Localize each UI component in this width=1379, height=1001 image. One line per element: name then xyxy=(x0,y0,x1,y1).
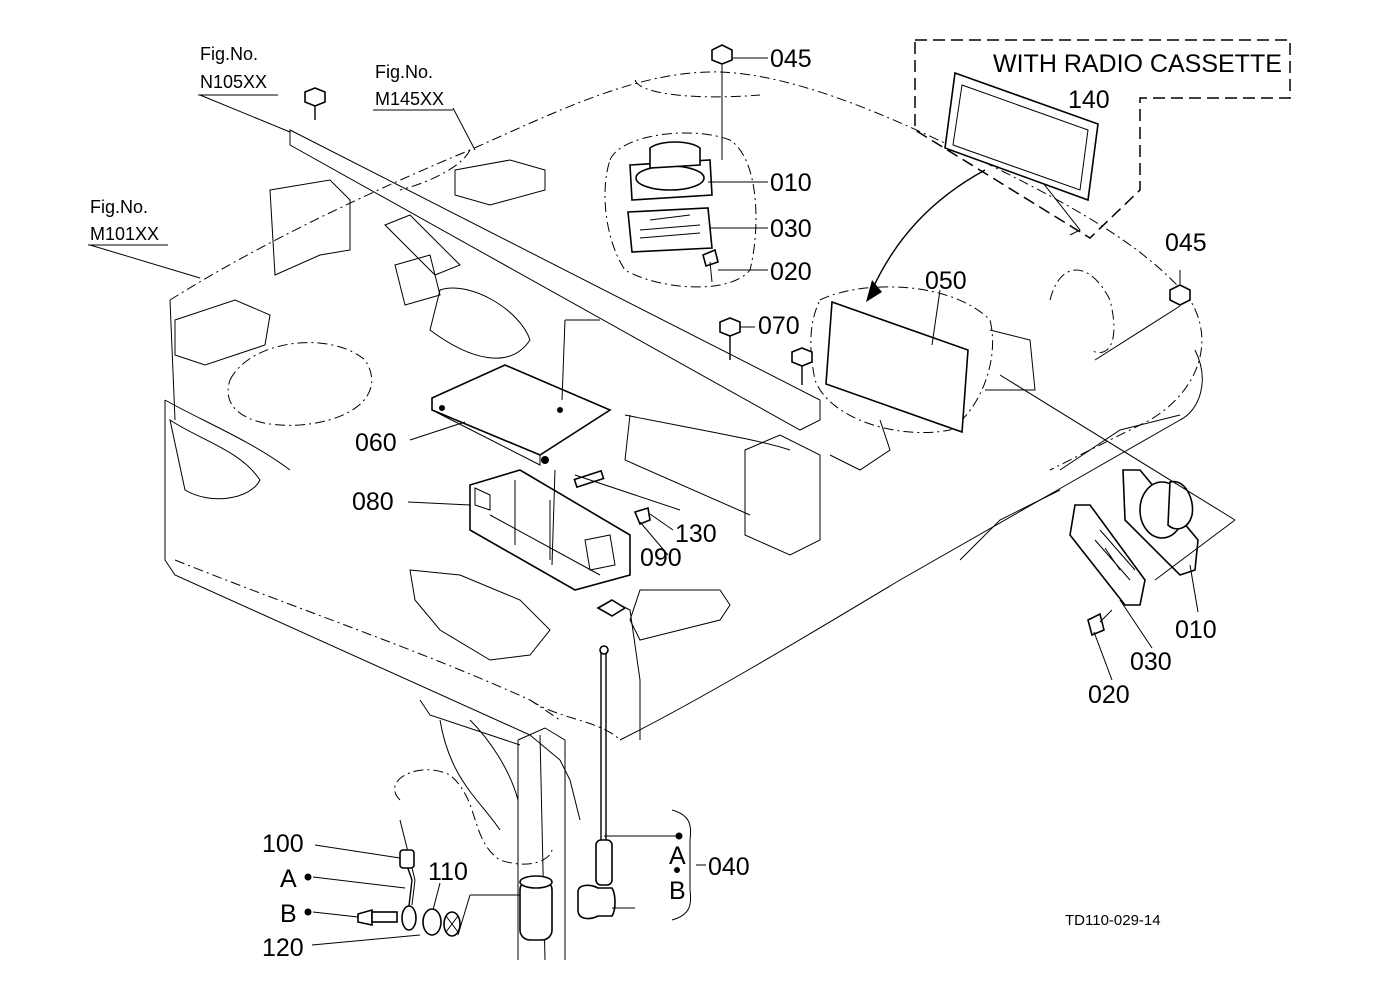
part-label-120: 120 xyxy=(262,934,304,962)
part-label-070: 070 xyxy=(758,312,800,340)
leader-lines xyxy=(89,57,1236,946)
connector-b-right: B xyxy=(669,877,686,905)
harness-cable xyxy=(394,769,553,865)
part-label-010-top: 010 xyxy=(770,169,812,197)
radio-cover-060 xyxy=(431,364,612,456)
option-box-title: WITH RADIO CASSETTE xyxy=(993,50,1282,78)
fig-ref-n105-number: N105XX xyxy=(200,72,267,92)
washer-110 xyxy=(422,908,442,936)
part-label-020-right: 020 xyxy=(1088,681,1130,709)
fig-ref-m145-label: Fig.No. xyxy=(375,62,433,82)
panel-050 xyxy=(825,300,969,434)
fig-ref-n105-label: Fig.No. xyxy=(200,44,258,64)
speaker-assembly-top xyxy=(627,141,719,283)
roof-panel xyxy=(164,84,1203,821)
part-label-020-top: 020 xyxy=(770,258,812,286)
fig-ref-m145-number: M145XX xyxy=(375,89,444,109)
part-label-030-top: 030 xyxy=(770,215,812,243)
part-label-060: 060 xyxy=(355,429,397,457)
connector-a-right: A xyxy=(669,842,686,870)
screw-090 xyxy=(633,506,651,526)
speaker-assembly-right xyxy=(1069,469,1199,637)
bracket-040 xyxy=(671,809,692,921)
fig-ref-m101-number: M101XX xyxy=(90,224,159,244)
cable-end-100 xyxy=(399,849,415,869)
part-label-090: 090 xyxy=(640,544,682,572)
nut-045-top xyxy=(711,44,733,65)
connector-b-left: B xyxy=(280,900,297,928)
part-label-010-right: 010 xyxy=(1175,616,1217,644)
option-box-radio-cassette xyxy=(914,39,1291,239)
part-label-130: 130 xyxy=(675,520,717,548)
part-label-050: 050 xyxy=(925,267,967,295)
terminal-eye xyxy=(401,905,417,931)
cassette-panel-140 xyxy=(944,71,1099,202)
part-label-140: 140 xyxy=(1068,86,1110,114)
bolt-070 xyxy=(719,317,741,337)
radio-bracket-080 xyxy=(469,469,631,591)
part-label-100: 100 xyxy=(262,830,304,858)
nut-045-right xyxy=(1169,284,1191,306)
bolt-120 xyxy=(357,908,398,926)
part-label-080: 080 xyxy=(352,488,394,516)
part-label-110: 110 xyxy=(428,858,468,886)
part-label-040: 040 xyxy=(708,853,750,881)
connector-a-left: A xyxy=(280,865,297,893)
roof-outline xyxy=(169,71,1203,741)
clip-130 xyxy=(573,469,605,489)
drawing-code: TD110-029-14 xyxy=(1065,912,1161,929)
antenna xyxy=(577,599,627,920)
cab-pillar xyxy=(439,719,566,961)
antenna-base-tube xyxy=(519,879,553,941)
fig-ref-m101-label: Fig.No. xyxy=(90,197,148,217)
direction-arrow xyxy=(871,169,986,291)
part-label-045-right: 045 xyxy=(1165,229,1207,257)
part-label-030-right: 030 xyxy=(1130,648,1172,676)
part-label-045-top: 045 xyxy=(770,45,812,73)
